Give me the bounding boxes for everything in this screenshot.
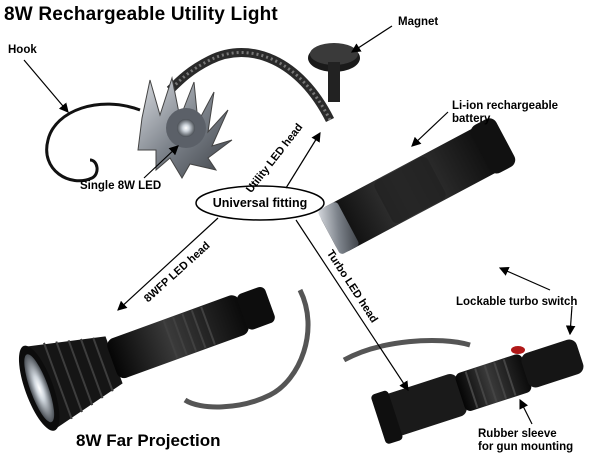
subtitle: 8W Far Projection [76,431,221,450]
lanyard [183,288,311,410]
pointer-lines [23,25,576,425]
far-projection-flashlight [18,286,311,431]
metal-collar [318,202,359,254]
gooseneck [166,48,335,123]
tail-cap [470,118,516,174]
rubber-sleeve-line1: Rubber sleeve [478,428,557,440]
lockable-switch-label: Lockable turbo switch [456,296,578,308]
hook [45,102,141,183]
page-title: 8W Rechargeable Utility Light [4,4,278,25]
hook-label: Hook [8,44,37,56]
single-led-label: Single 8W LED [80,180,162,192]
single-led-head [137,76,233,179]
universal-fitting-oval [195,185,325,221]
reflector-lens [24,354,55,423]
battery-label: Li-ion rechargeable battery [452,100,558,126]
battery-label-line2: battery [452,113,491,125]
rubber-sleeve-label: Rubber sleeve for gun mounting [478,428,573,454]
battery-label-line1: Li-ion rechargeable [452,100,559,112]
universal-fitting-label: Universal fitting [212,196,308,210]
magnet-label: Magnet [398,16,439,28]
rubber-sleeve-line2: for gun mounting [478,441,574,453]
utility-light [45,43,516,254]
